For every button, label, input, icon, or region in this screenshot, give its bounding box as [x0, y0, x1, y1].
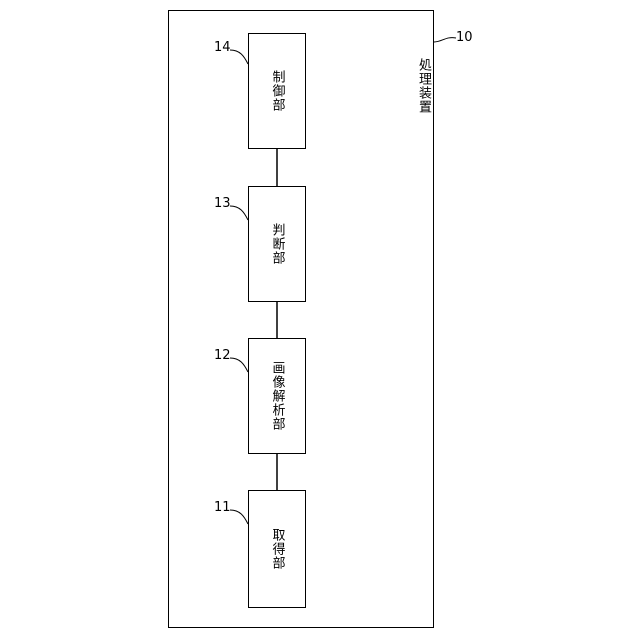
leader-12	[230, 358, 248, 372]
leader-14	[230, 50, 248, 64]
leader-13	[230, 206, 248, 220]
leader-11	[230, 510, 248, 524]
leader-10	[434, 38, 456, 42]
